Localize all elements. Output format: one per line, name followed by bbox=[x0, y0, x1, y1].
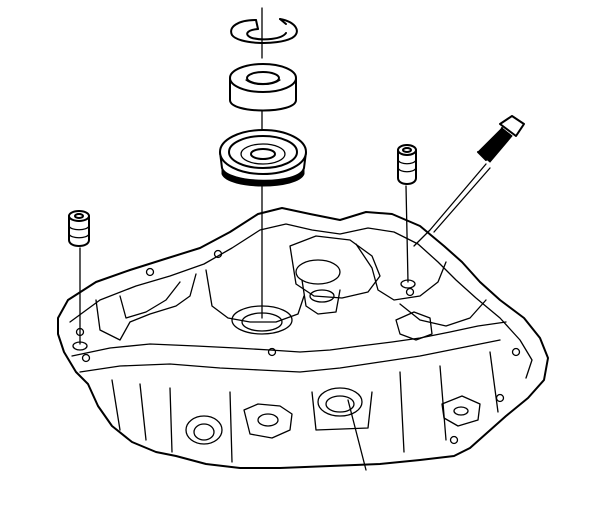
case-mount-pad-right bbox=[395, 311, 433, 341]
case-diff-boss bbox=[295, 259, 341, 285]
case-rib-center bbox=[205, 269, 305, 323]
case-axle-opening-inner bbox=[325, 395, 355, 413]
case-port-left bbox=[185, 415, 223, 445]
case-flange-lower bbox=[71, 321, 507, 357]
seal-installer-tool bbox=[413, 115, 525, 247]
case-port-left-inner bbox=[193, 423, 215, 441]
case-flange-rim bbox=[69, 223, 533, 379]
seal bbox=[219, 129, 307, 187]
case-shift-bore bbox=[257, 413, 279, 427]
case-rib-right bbox=[355, 243, 447, 301]
case-axle-opening bbox=[317, 387, 363, 417]
axis-line-dowel-right bbox=[405, 185, 409, 283]
axis-line-axle bbox=[347, 399, 367, 471]
bearing bbox=[229, 63, 297, 112]
case-diff-boss-lower bbox=[309, 289, 335, 303]
case-rib-left-2 bbox=[119, 281, 181, 319]
case-shift-boss bbox=[243, 403, 293, 439]
case-diff-pocket bbox=[289, 235, 381, 299]
case-rib-left bbox=[95, 273, 197, 341]
case-mount-pad-bore bbox=[453, 406, 469, 416]
snap-ring bbox=[230, 18, 298, 45]
case-outline bbox=[57, 207, 549, 469]
case-diff-neck bbox=[301, 279, 341, 315]
dowel-pin-left bbox=[68, 210, 90, 247]
exploded-axis-lines bbox=[79, 7, 409, 471]
case-flange-lower-2 bbox=[79, 339, 501, 373]
case-rib-right-2 bbox=[399, 299, 487, 327]
case-skirt-ribs bbox=[111, 351, 499, 463]
case-axle-boss bbox=[311, 391, 373, 431]
dowel-pin-right bbox=[397, 144, 417, 185]
transaxle-case bbox=[57, 207, 549, 469]
